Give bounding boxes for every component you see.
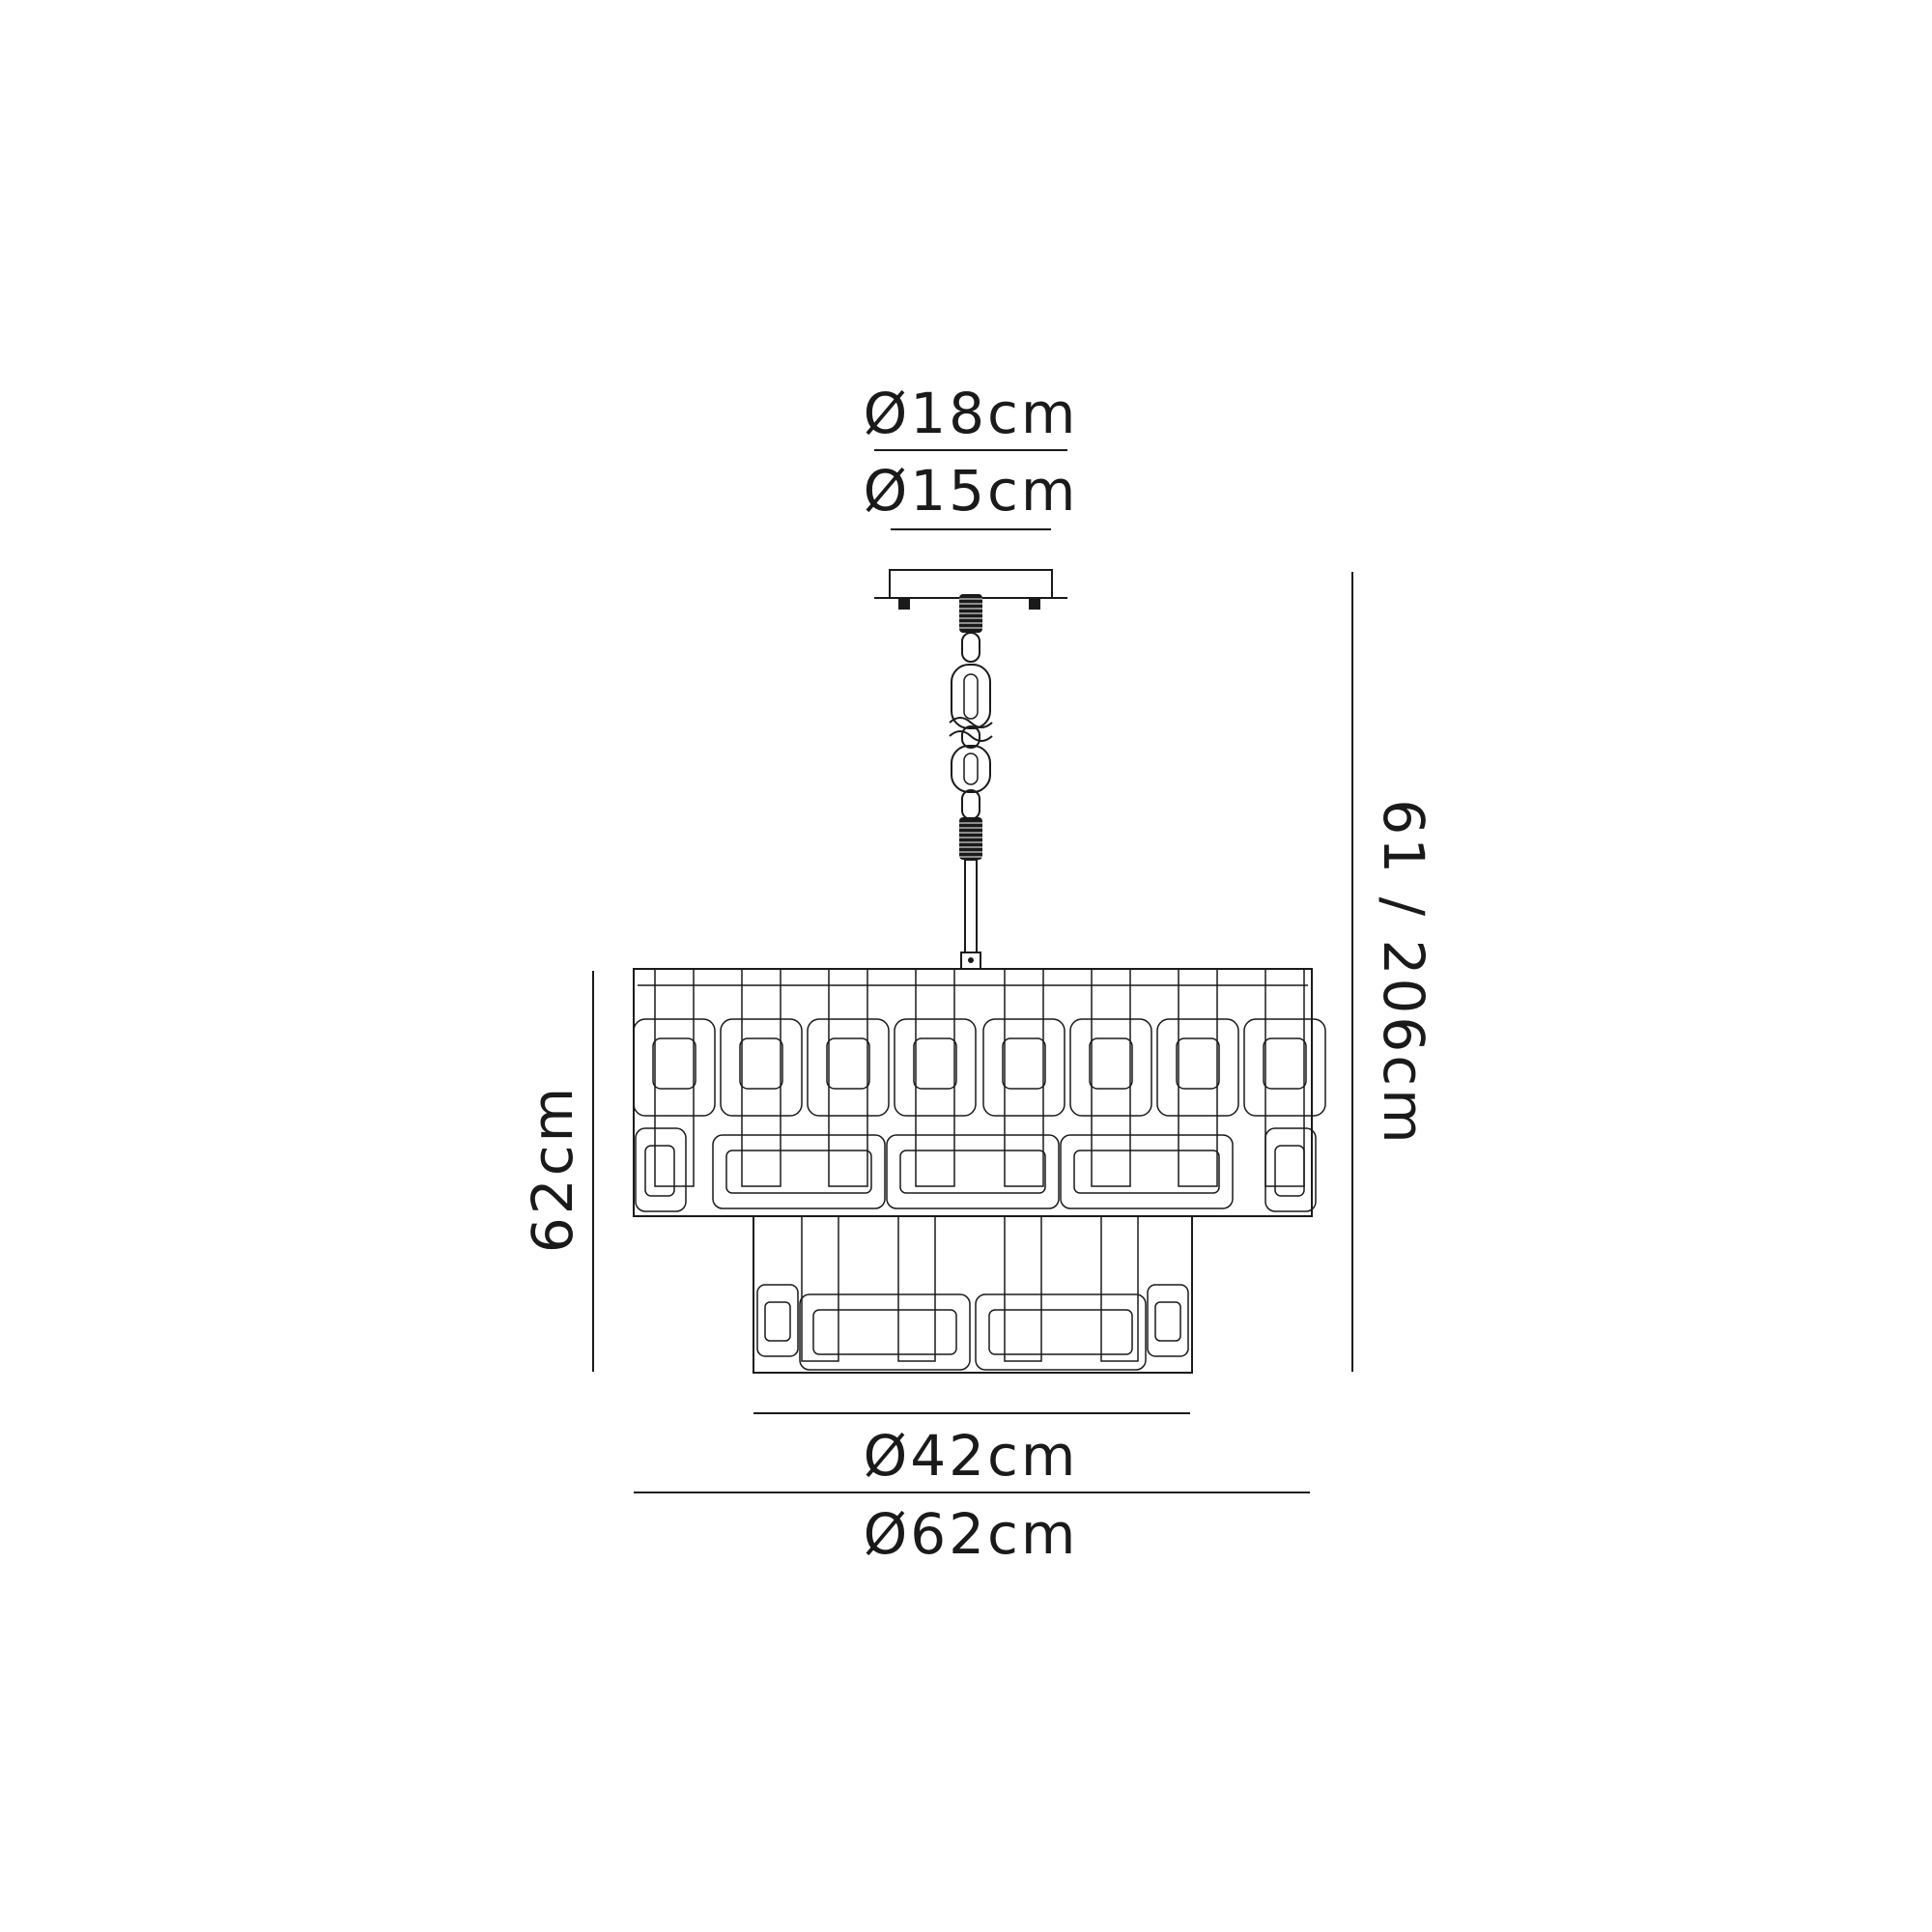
upper-tier-frame (633, 968, 1313, 1217)
upper-horizontal-crystal (1073, 1150, 1220, 1194)
chain-link (961, 725, 980, 749)
lower-vertical-band (1004, 1215, 1042, 1362)
drop-height-dimension: 61 / 206cm (1351, 572, 1436, 1372)
upper-horizontal-crystal (899, 1150, 1046, 1194)
upper-link-crystal (826, 1037, 870, 1090)
upper-link-frame (894, 1018, 977, 1117)
body-height-label: 62cm (520, 1085, 585, 1253)
canopy-outer-diameter-label: Ø18cm (864, 381, 1079, 446)
diameter-dimensions: Ø42cm Ø62cm (634, 1412, 1310, 1567)
upper-edge-crystal (644, 1145, 675, 1197)
chandelier-body (633, 968, 1326, 1374)
lower-vertical-band (801, 1215, 839, 1362)
upper-edge-crystal (1274, 1145, 1305, 1197)
upper-edge-link (1264, 1127, 1317, 1212)
lower-horizontal-crystal (988, 1309, 1133, 1355)
chain-break-mark (949, 717, 993, 728)
upper-vertical-band (1004, 968, 1044, 1187)
upper-link-crystal (1263, 1037, 1307, 1090)
lower-vertical-band (1100, 1215, 1139, 1362)
chain-link-inner (963, 673, 979, 720)
upper-link-crystal (652, 1037, 696, 1090)
lower-tier-diameter-label: Ø42cm (864, 1423, 1079, 1489)
chain-link (951, 664, 991, 729)
upper-horizontal-crystal (725, 1150, 872, 1194)
lower-edge-link (756, 1284, 799, 1357)
upper-link-frame (1156, 1018, 1239, 1117)
upper-vertical-band (1178, 968, 1218, 1187)
upper-link-frame (1069, 1018, 1152, 1117)
canopy-dimensions: Ø18cm Ø15cm (864, 381, 1079, 530)
suspension-rod (964, 859, 978, 953)
upper-link-frame (1243, 1018, 1326, 1117)
drop-height-label: 61 / 206cm (1371, 799, 1436, 1146)
rod-screw (968, 957, 974, 963)
upper-link-frame (807, 1018, 890, 1117)
upper-link-crystal (1002, 1037, 1046, 1090)
upper-link-frame (720, 1018, 803, 1117)
upper-horizontal-link (712, 1134, 886, 1209)
body-height-dimension: 62cm (520, 971, 594, 1372)
chain-link (951, 745, 991, 793)
chain-link (961, 789, 980, 820)
lower-horizontal-link (975, 1293, 1147, 1371)
canopy-screw-right (1029, 598, 1040, 610)
upper-link-crystal (913, 1037, 957, 1090)
upper-link-crystal (1176, 1037, 1220, 1090)
upper-link-frame (633, 1018, 716, 1117)
lower-tier-frame (753, 1215, 1193, 1374)
upper-edge-link (635, 1127, 687, 1212)
lower-edge-crystal (764, 1301, 791, 1342)
upper-tier-diameter-label: Ø62cm (864, 1501, 1079, 1567)
upper-horizontal-link (886, 1134, 1060, 1209)
upper-vertical-band (828, 968, 868, 1187)
lower-horizontal-link (799, 1293, 971, 1371)
lower-vertical-band (897, 1215, 936, 1362)
lower-horizontal-crystal (812, 1309, 957, 1355)
upper-vertical-band (741, 968, 781, 1187)
upper-link-crystal (739, 1037, 783, 1090)
upper-vertical-band (915, 968, 955, 1187)
suspension-chain (949, 594, 993, 970)
upper-vertical-band (1264, 968, 1305, 1187)
canopy-screw-left (898, 598, 910, 610)
chain-bottom-connector (959, 817, 982, 860)
canopy-inner-diameter-label: Ø15cm (864, 458, 1079, 524)
chain-link (961, 632, 980, 663)
upper-horizontal-link (1060, 1134, 1234, 1209)
lower-edge-crystal (1154, 1301, 1181, 1342)
lower-edge-link (1147, 1284, 1189, 1357)
upper-vertical-band (1091, 968, 1131, 1187)
upper-link-crystal (1089, 1037, 1133, 1090)
chain-link-inner (963, 753, 979, 785)
chain-break-mark (949, 730, 993, 742)
upper-link-frame (982, 1018, 1065, 1117)
